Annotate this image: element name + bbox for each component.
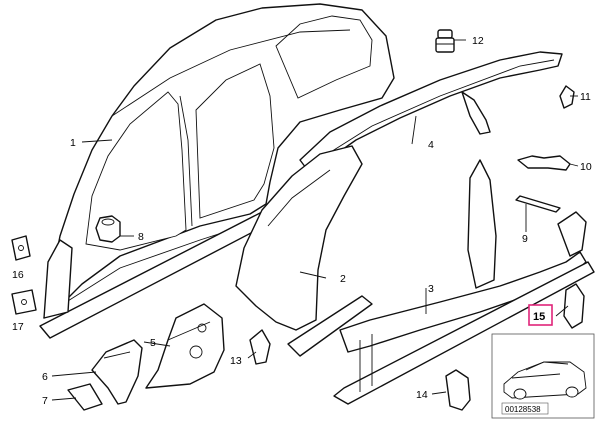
part-2-pillar	[235, 145, 373, 357]
part-16-clip	[11, 235, 31, 261]
callout-10: 10	[580, 161, 592, 173]
part-3-sill-panel	[333, 159, 595, 405]
part-13-clip	[249, 329, 271, 365]
part-10-bracket	[517, 155, 571, 171]
callout-13: 13	[230, 355, 242, 367]
callout-15-highlight-box	[528, 304, 553, 326]
vehicle-thumbnail: 00128538	[491, 333, 595, 419]
part-8-nut	[95, 215, 121, 243]
callout-1: 1	[70, 137, 76, 149]
callout-3: 3	[428, 283, 434, 295]
callout-17: 17	[12, 321, 24, 333]
part-7-small-bracket	[67, 383, 103, 411]
callout-14: 14	[416, 389, 428, 401]
part-15-panel	[563, 283, 585, 329]
callout-16: 16	[12, 269, 24, 281]
part-9-strip	[515, 195, 561, 213]
callout-6: 6	[42, 371, 48, 383]
part-14-cover	[445, 369, 471, 411]
part-1-side-frame-outer	[39, 3, 395, 339]
callout-4: 4	[428, 139, 434, 151]
callout-8: 8	[138, 231, 144, 243]
callout-12: 12	[472, 35, 484, 47]
callout-11: 11	[580, 91, 591, 103]
part-12-grommet	[435, 29, 455, 53]
callout-7: 7	[42, 395, 48, 407]
reference-code: 00128538	[505, 405, 541, 414]
part-17-bracket	[11, 289, 37, 315]
callout-15: 15	[533, 311, 545, 323]
callout-5: 5	[150, 337, 156, 349]
leader-lines	[51, 39, 579, 401]
callout-9: 9	[522, 233, 528, 245]
part-6-bracket	[91, 339, 143, 405]
callout-2: 2	[340, 273, 346, 285]
callouts: 1 2 3 4 5 6 7 8 9 10 11 12 13 14 16 17 1…	[12, 35, 592, 407]
part-11-clip	[559, 85, 575, 109]
part-5-reinforcement	[145, 303, 225, 389]
